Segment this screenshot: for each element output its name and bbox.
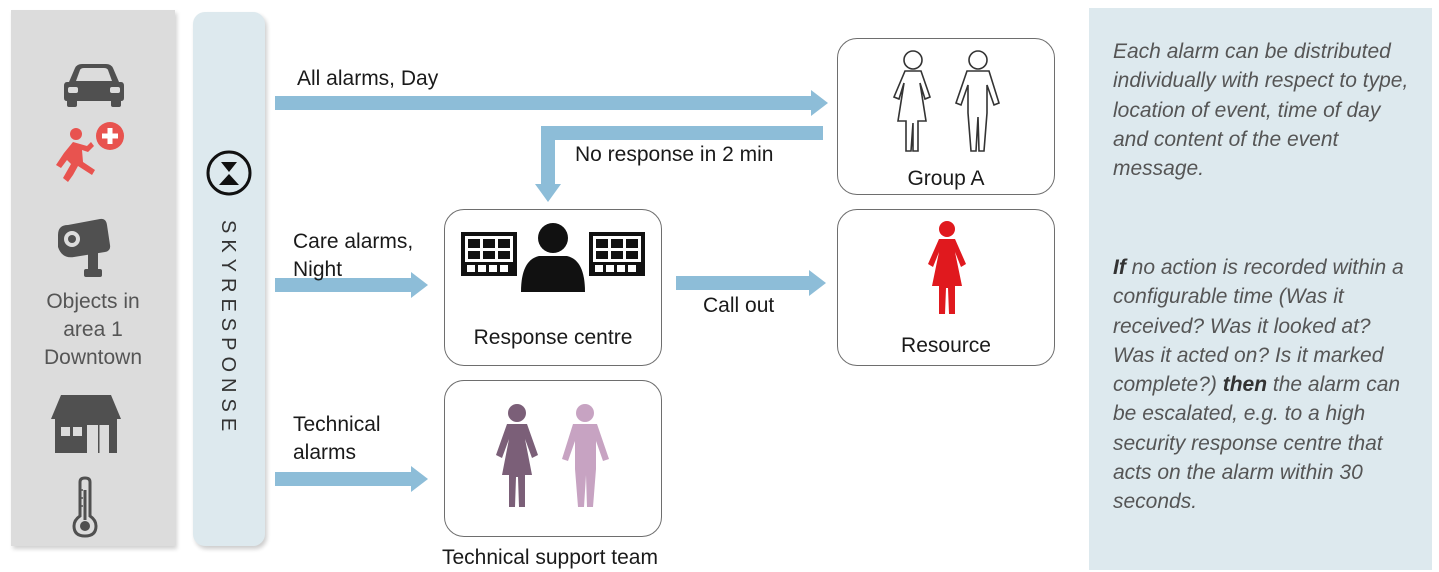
- arrowhead: [811, 90, 828, 116]
- operator-monitors-icon: [461, 223, 645, 292]
- flow-arrows: [275, 90, 828, 492]
- building-icon: [51, 395, 121, 453]
- info-p2-end: the alarm can be escalated, e.g. to a hi…: [1113, 373, 1401, 514]
- resource-box: Resource: [837, 209, 1055, 366]
- label-no-response: No response in 2 min: [575, 143, 774, 166]
- resource-person-icon: [928, 221, 966, 314]
- info-panel: Each alarm can be distributed individual…: [1089, 8, 1432, 570]
- objects-label-line: Objects in: [46, 290, 140, 313]
- objects-label-line: Downtown: [43, 346, 143, 369]
- label-line: Night: [293, 258, 343, 281]
- arrow-no-response: [541, 126, 823, 140]
- label-all-alarms-day: All alarms, Day: [297, 67, 439, 90]
- response-centre-box: Response centre: [444, 209, 662, 366]
- hourglass-icon: [206, 150, 252, 196]
- arrowhead: [809, 270, 826, 296]
- objects-label: Objects in area 1 Downtown: [11, 288, 175, 372]
- resource-caption: Resource: [901, 334, 991, 357]
- thermometer-icon: [72, 476, 98, 538]
- info-p2-middle: no action is recorded within a configura…: [1113, 256, 1404, 397]
- label-line: Care alarms,: [293, 230, 414, 253]
- arrowhead: [535, 184, 561, 202]
- arrow-technical: [275, 472, 413, 486]
- info-paragraph-1: Each alarm can be distributed individual…: [1113, 40, 1409, 181]
- arrowhead: [411, 466, 428, 492]
- car-icon: [64, 64, 124, 107]
- fall-alarm-icon: [56, 122, 124, 182]
- info-if: If: [1113, 256, 1126, 279]
- info-then: then: [1222, 373, 1268, 397]
- arrow-call-out: [676, 276, 811, 290]
- skyresponse-bar: SKYRESPONSE: [193, 12, 265, 546]
- response-centre-caption: Response centre: [473, 326, 633, 349]
- label-technical-alarms: Technical alarms: [293, 411, 381, 467]
- group-a-caption: Group A: [907, 167, 985, 190]
- group-a-box: Group A: [837, 38, 1055, 195]
- label-care-alarms: Care alarms, Night: [293, 228, 413, 284]
- label-call-out: Call out: [703, 294, 775, 317]
- technical-support-box: [444, 380, 662, 537]
- arrow-no-response-down: [541, 126, 555, 186]
- technical-team-icon: [496, 404, 609, 507]
- label-line: Technical: [293, 413, 381, 436]
- arrow-all-alarms-day: [275, 96, 813, 110]
- arrowhead: [411, 272, 428, 298]
- label-line: alarms: [293, 441, 357, 464]
- camera-icon: [58, 218, 111, 277]
- arrow-care-alarms: [275, 278, 413, 292]
- group-a-people-icon: [892, 50, 1000, 152]
- technical-support-caption: Technical support team: [442, 546, 658, 569]
- objects-panel: Objects in area 1 Downtown: [11, 10, 175, 546]
- objects-label-line: area 1: [63, 318, 123, 341]
- info-paragraph-2: If no action is recorded within a config…: [1113, 253, 1413, 517]
